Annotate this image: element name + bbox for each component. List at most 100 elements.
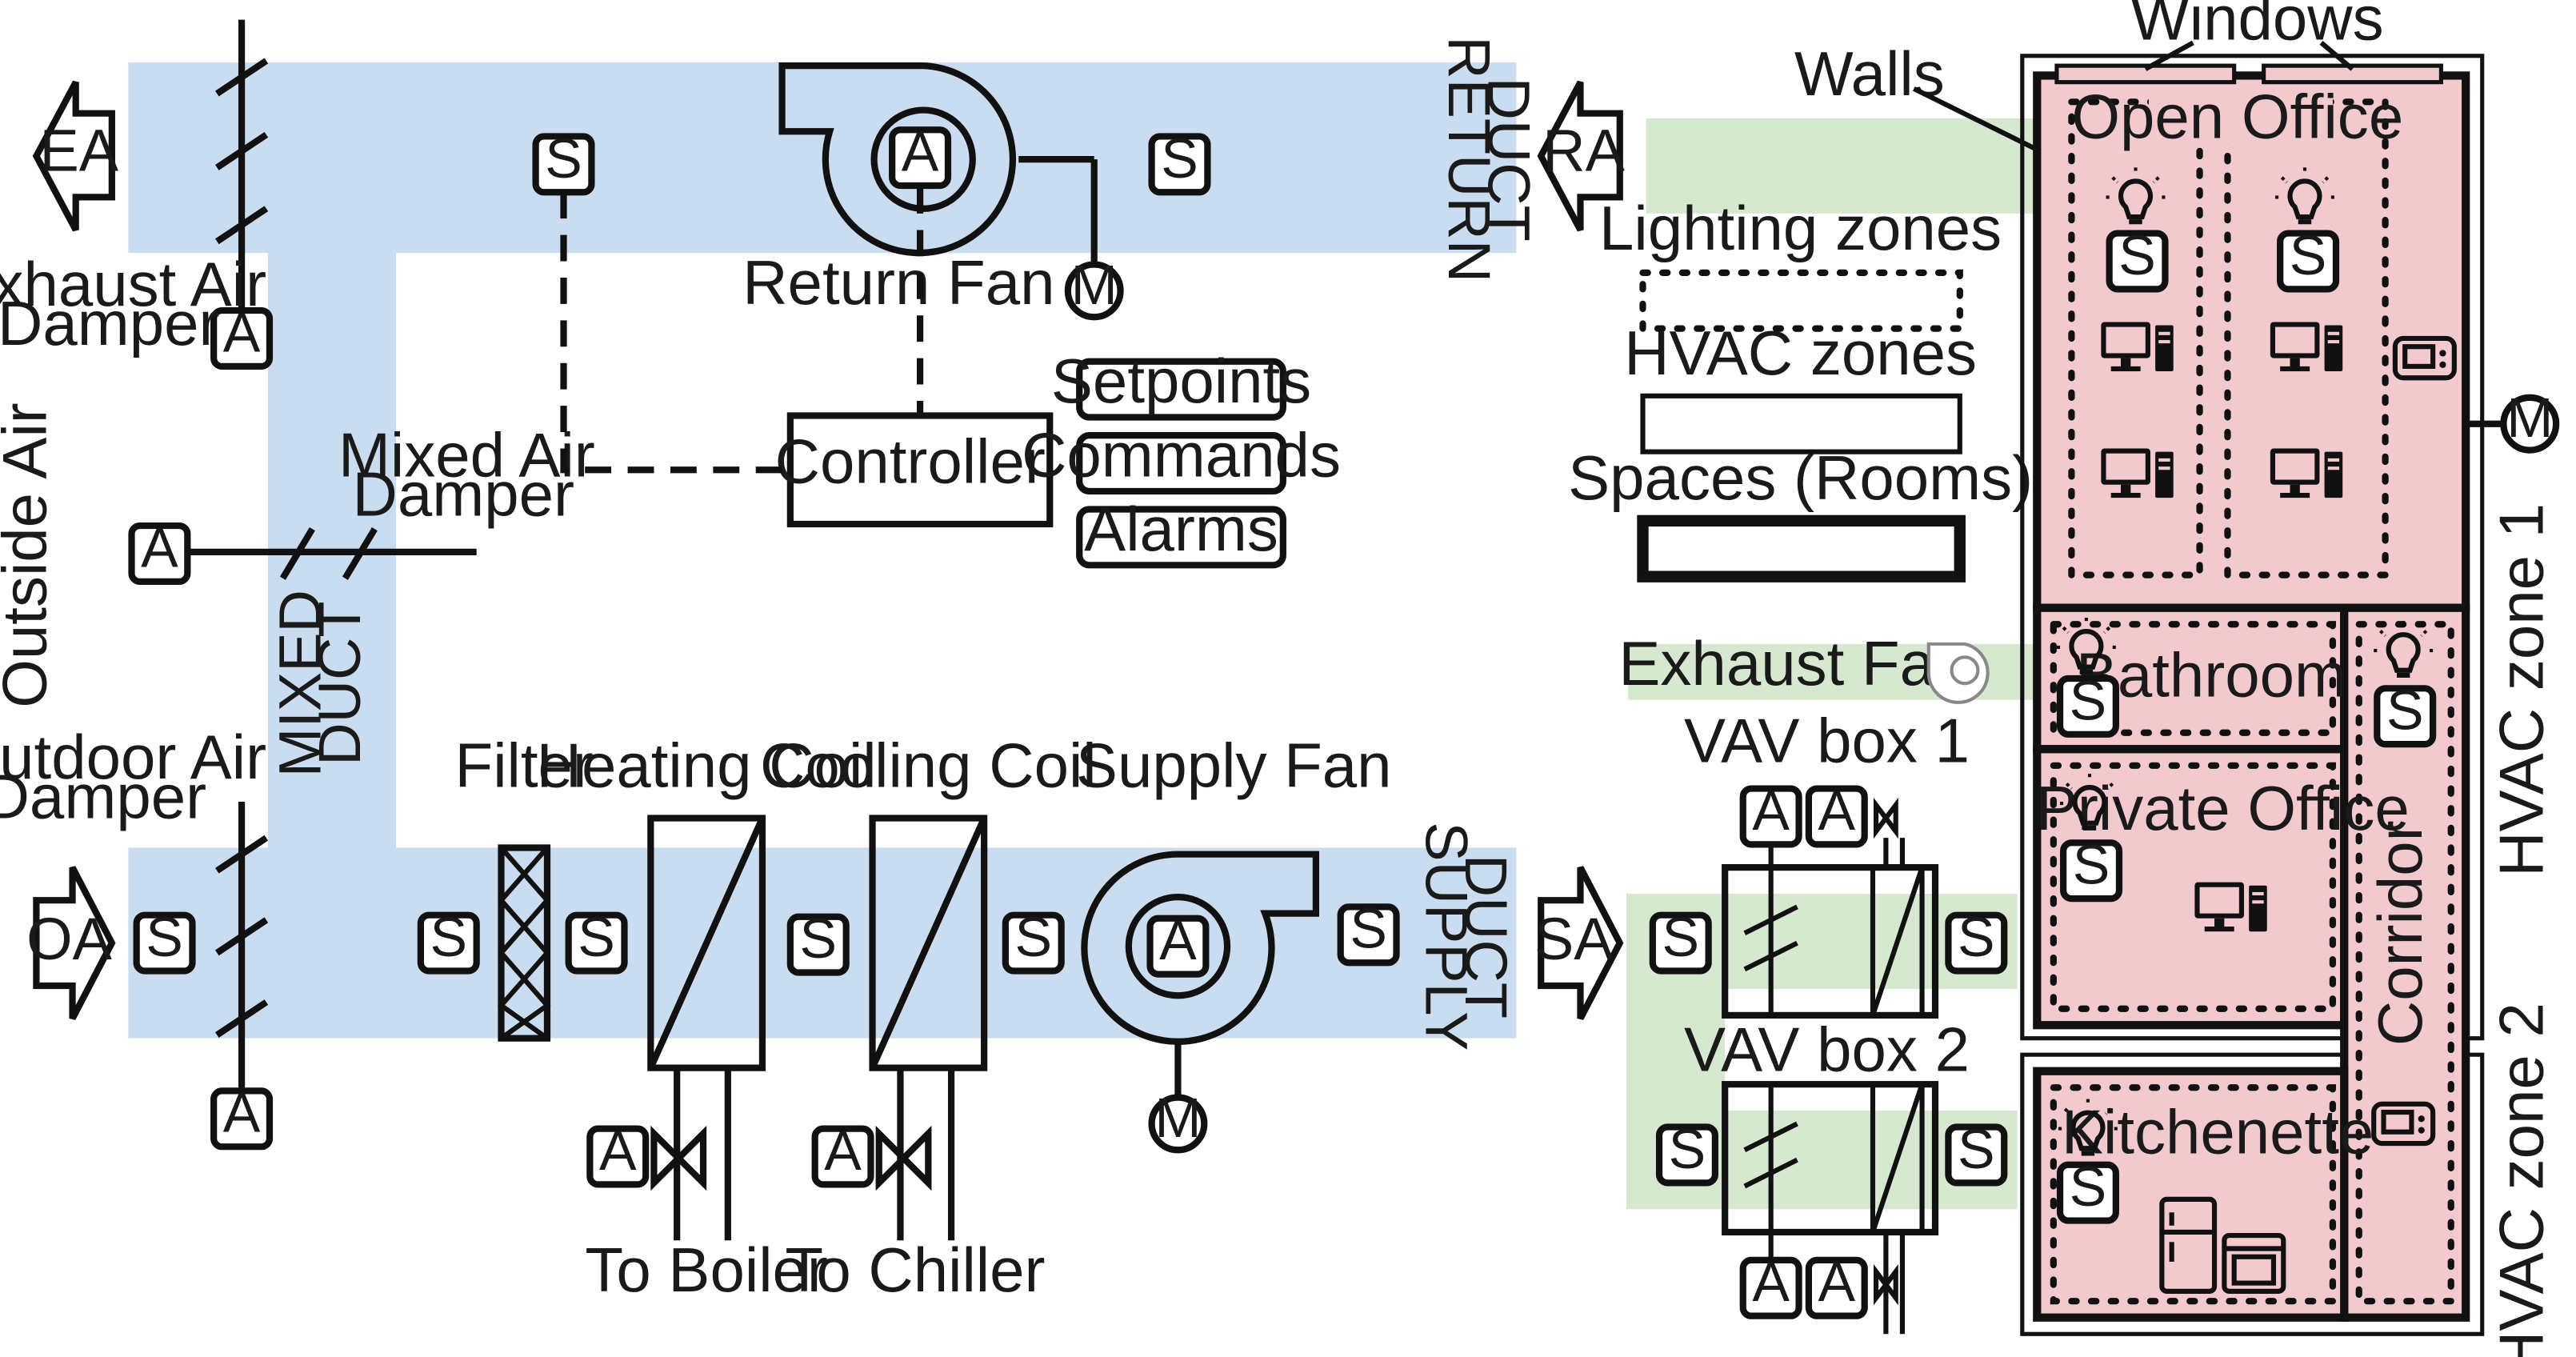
supply-fan-motor xyxy=(1152,1087,1205,1150)
window-2 xyxy=(2262,63,2443,85)
svg-text:Filter: Filter xyxy=(455,731,594,801)
vav1-outlet-sensor xyxy=(1948,906,2004,971)
mixed-air-damper: Mixed Air Damper Outside Air xyxy=(0,402,595,708)
supply-duct-label: SUPPLY xyxy=(1413,822,1479,1051)
svg-text:Damper: Damper xyxy=(0,288,219,358)
svg-text:Setpoints: Setpoints xyxy=(1051,346,1311,416)
vav-box-1: VAV box 1 xyxy=(1653,706,2004,1019)
svg-text:Heating Coil: Heating Coil xyxy=(537,731,877,801)
setpoints-box xyxy=(1076,358,1286,421)
return-air-strip xyxy=(1646,118,2034,214)
svg-text:Spaces (Rooms): Spaces (Rooms) xyxy=(1568,442,2033,513)
supply-sensor-pre-filter xyxy=(421,906,477,971)
svg-text:HVAC zones: HVAC zones xyxy=(1624,318,1977,388)
filter: Filter xyxy=(455,731,594,1042)
return-duct-sensor-2 xyxy=(1152,127,1208,192)
supply-sensor-oa xyxy=(137,906,193,971)
svg-text:Return Fan: Return Fan xyxy=(742,247,1054,318)
vav2-valve-actuator xyxy=(1809,1251,1865,1315)
svg-text:Alarms: Alarms xyxy=(1084,494,1278,564)
svg-text:Kitchenette: Kitchenette xyxy=(2062,1096,2374,1167)
vav2-inlet-sensor xyxy=(1659,1118,1715,1183)
svg-text:Controller: Controller xyxy=(775,426,1046,497)
exhaust-air-arrow: EA xyxy=(32,80,119,232)
exhaust-air-damper: Exhaust Air Damper xyxy=(0,19,270,366)
supply-sensor-post-cooling xyxy=(1006,906,1062,971)
controller-outputs: Setpoints Commands Alarms xyxy=(1022,346,1341,569)
open-office-sensor-2 xyxy=(2280,224,2336,289)
svg-text:Supply Fan: Supply Fan xyxy=(1076,731,1392,801)
svg-text:HVAC zone 1: HVAC zone 1 xyxy=(2486,503,2557,877)
cooling-coil: Cooling Coil To Chiller xyxy=(760,731,1097,1305)
commands-box xyxy=(1076,432,1286,495)
return-fan-motor xyxy=(1068,254,1121,317)
return-air-arrow: RA xyxy=(1537,80,1626,232)
controller: Controller xyxy=(560,187,1054,528)
svg-text:Corridor: Corridor xyxy=(2365,820,2435,1046)
zone-1-motor xyxy=(2503,386,2556,450)
svg-text:Exhaust Air: Exhaust Air xyxy=(0,249,266,319)
svg-text:Walls: Walls xyxy=(1794,38,1945,109)
lighting-zones-swatch xyxy=(1639,269,1963,332)
window-1 xyxy=(2054,63,2237,85)
mixed-damper-actuator xyxy=(131,516,187,581)
hvac-zones-swatch xyxy=(1640,393,1962,454)
svg-text:RA: RA xyxy=(1542,118,1625,184)
lighting-zone-1 xyxy=(2068,98,2203,578)
outdoor-air-damper: Outdoor Air Damper xyxy=(0,722,270,1147)
mixed-duct-label: MIXED xyxy=(267,590,334,777)
corridor-sensor xyxy=(2377,679,2433,744)
open-office-sensor-1 xyxy=(2110,224,2166,289)
svg-text:Exhaust Fan: Exhaust Fan xyxy=(1618,628,1969,699)
oven-icon xyxy=(2222,1232,2286,1294)
supply-air-arrow: SA xyxy=(1534,866,1624,1020)
svg-text:Windows: Windows xyxy=(2130,0,2383,53)
svg-text:Damper: Damper xyxy=(0,762,206,832)
svg-text:Damper: Damper xyxy=(353,459,574,530)
svg-text:Outside Air: Outside Air xyxy=(0,402,60,708)
svg-text:To Boiler: To Boiler xyxy=(585,1235,828,1305)
outdoor-damper-actuator xyxy=(214,1082,270,1147)
lighting-zone-bathroom xyxy=(2050,621,2336,736)
svg-text:Cooling Coil: Cooling Coil xyxy=(760,731,1097,801)
svg-text:Open Office: Open Office xyxy=(2071,81,2403,151)
svg-text:VAV box 1: VAV box 1 xyxy=(1684,706,1970,776)
svg-text:Lighting zones: Lighting zones xyxy=(1599,193,2002,263)
svg-text:Mixed Air: Mixed Air xyxy=(338,419,595,490)
svg-text:Outdoor Air: Outdoor Air xyxy=(0,722,266,792)
hvac-zone-1-outline xyxy=(2020,54,2485,1041)
svg-text:SA: SA xyxy=(1534,906,1614,972)
spaces-swatch xyxy=(1637,514,1966,582)
svg-text:HVAC zone 2: HVAC zone 2 xyxy=(2486,1003,2557,1357)
svg-text:To Chiller: To Chiller xyxy=(785,1235,1045,1305)
cooling-valve-actuator xyxy=(815,1119,871,1184)
svg-text:Commands: Commands xyxy=(1022,419,1341,490)
fridge-icon xyxy=(2159,1196,2218,1294)
svg-text:DUCT: DUCT xyxy=(306,602,373,766)
private-office-sensor xyxy=(2063,834,2119,899)
legend: Lighting zones HVAC zones Spaces (Rooms) xyxy=(1568,193,2033,582)
svg-text:OA: OA xyxy=(26,906,112,972)
supply-sensor-post-fan xyxy=(1341,898,1397,963)
heating-valve-actuator xyxy=(590,1119,646,1184)
svg-text:EA: EA xyxy=(39,118,118,184)
lighting-zone-kitchenette xyxy=(2050,1084,2336,1305)
bathroom-sensor xyxy=(2060,669,2116,734)
supply-sensor-post-filter xyxy=(569,906,625,971)
alarms-box xyxy=(1076,506,1286,569)
heating-coil: Heating Coil To Boiler xyxy=(537,731,877,1305)
building-floorplan: Windows Walls Open Office Bathroom Priva… xyxy=(1794,0,2557,1357)
vav2-damper-actuator xyxy=(1743,1251,1799,1315)
vav1-inlet-sensor xyxy=(1653,906,1709,971)
svg-text:DUCT: DUCT xyxy=(1475,78,1542,242)
kitchenette-sensor xyxy=(2060,1155,2116,1220)
svg-text:DUCT: DUCT xyxy=(1453,855,1519,1019)
exhaust-fan: Exhaust Fan xyxy=(1618,628,2034,704)
svg-text:Bathroom: Bathroom xyxy=(2076,640,2346,711)
svg-text:Private Office: Private Office xyxy=(2036,773,2410,843)
return-duct-label: RETURN xyxy=(1436,36,1502,282)
lighting-zone-private-office xyxy=(2050,762,2336,1012)
vav-box-2: VAV box 2 xyxy=(1659,1015,2004,1335)
vav1-damper-actuator xyxy=(1743,779,1799,844)
